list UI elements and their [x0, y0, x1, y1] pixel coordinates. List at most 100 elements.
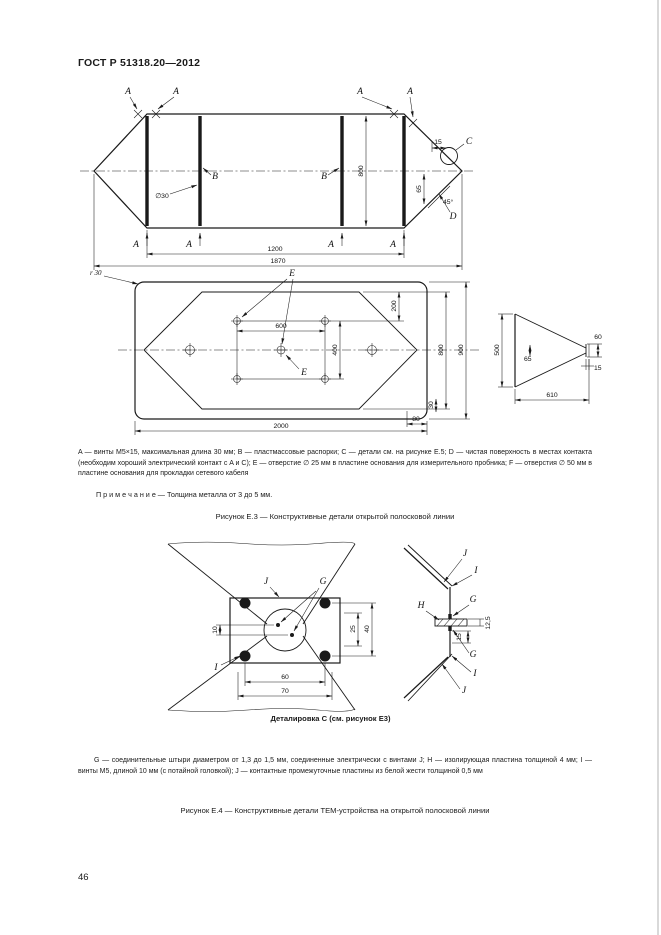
- r30-callout: r 30: [90, 269, 139, 285]
- dim-900: 900: [429, 281, 470, 420]
- dim-label-15: 15: [456, 633, 463, 641]
- screw-x-icon: [151, 109, 161, 119]
- part-labels-a: A A A A: [124, 87, 414, 118]
- figure-e4-drawing: J G I 10 25 40: [167, 541, 492, 712]
- dim-label-2000: 2000: [273, 423, 288, 430]
- part-label-d: D: [449, 212, 457, 222]
- screw-i-icon: [239, 650, 251, 662]
- dim-label-12-5: 12,5: [485, 616, 492, 629]
- label-e-bottom: E: [285, 354, 307, 378]
- stripline-outline: [143, 291, 418, 410]
- dim-60: 60: [244, 663, 326, 686]
- dim-1200: 1200: [146, 230, 405, 258]
- dim-60: 60: [587, 334, 602, 358]
- dim-label-15: 15: [434, 139, 442, 146]
- dim-label-40: 40: [364, 625, 371, 633]
- part-label-i: I: [473, 566, 478, 576]
- dim-label-70: 70: [281, 688, 289, 695]
- dim-200: 200: [363, 291, 450, 322]
- scan-edge-artifact: [657, 0, 659, 935]
- part-label-j: J: [463, 549, 468, 559]
- screw-x-icon: [408, 118, 418, 128]
- dim-label-1200: 1200: [267, 246, 282, 253]
- dim-label-65: 65: [524, 356, 532, 363]
- hole-f-icon: [183, 343, 197, 357]
- detail-c-circle: [440, 147, 458, 165]
- page-number: 46: [78, 872, 89, 883]
- dim-600: 600: [236, 323, 326, 333]
- dim-2000: 2000: [134, 421, 428, 435]
- detail-c-callout: C 15 65 45° D: [416, 137, 473, 222]
- dim-label-80: 80: [412, 416, 420, 423]
- dim-label-60: 60: [594, 334, 602, 341]
- part-label-e: E: [300, 368, 307, 378]
- part-label-g: G: [470, 650, 477, 660]
- dim-label-60: 60: [281, 674, 289, 681]
- base-plate: [134, 281, 428, 420]
- dim-label-dia30: ∅30: [155, 193, 169, 200]
- hole-pattern-rect: [236, 320, 326, 380]
- part-label-b: B: [212, 172, 218, 182]
- dim-400: 400: [329, 320, 404, 380]
- dim-label-45deg: 45°: [443, 198, 454, 206]
- detail-plan-view: [167, 541, 356, 712]
- pin-g-icon: [290, 633, 294, 637]
- part-label-h: H: [417, 601, 426, 611]
- dim-label-800: 800: [438, 344, 445, 356]
- break-edge: [167, 541, 356, 546]
- center-circle: [263, 608, 307, 652]
- dim-label-r30: r 30: [90, 269, 102, 277]
- figure-e4-legend: G — соединительные штыри диаметром от 1,…: [78, 757, 592, 775]
- part-label-a: A: [406, 87, 413, 97]
- dim-10: 10: [212, 624, 288, 636]
- break-edge: [167, 708, 356, 712]
- figure-e4-subcaption: Деталировка С (см. рисунок Е3): [270, 714, 391, 723]
- stripline-outline: [80, 113, 474, 229]
- dim-1870: 1870: [93, 174, 463, 270]
- dim-610: 610: [514, 359, 590, 404]
- part-label-c: C: [466, 137, 473, 147]
- label-e-top: E: [241, 269, 295, 345]
- section-label-a: A: [327, 240, 334, 250]
- dim-label-800: 800: [358, 165, 365, 177]
- hole-e-icon: [274, 343, 288, 357]
- part-label-g: G: [320, 577, 327, 587]
- section-label-a: A: [185, 240, 192, 250]
- stripline-body: [93, 113, 463, 229]
- dim-70: 70: [237, 672, 333, 700]
- dim-800: 800: [358, 115, 368, 227]
- edge-labels: J I G H G I J: [417, 549, 479, 696]
- figure-e3-note: П р и м е ч а н и е — Толщина металла от…: [96, 490, 273, 499]
- dim-label-15: 15: [594, 365, 602, 372]
- part-label-a: A: [124, 87, 131, 97]
- dim-label-10: 10: [212, 626, 219, 634]
- section-label-a: A: [132, 240, 139, 250]
- dim-label-400: 400: [332, 344, 339, 356]
- mounting-holes: [183, 315, 379, 385]
- part-label-i: I: [472, 669, 477, 679]
- figure-e3-baseplate-drawing: r 30 E E 600: [90, 269, 602, 435]
- part-label-b: B: [321, 172, 327, 182]
- dim-500: 500: [494, 313, 513, 388]
- dim-label-65: 65: [416, 185, 423, 193]
- dim-label-25: 25: [350, 625, 357, 633]
- figure-e3-caption: Рисунок Е.3 — Конструктивные детали откр…: [215, 512, 455, 521]
- screw-marks: [133, 109, 418, 128]
- part-label-g: G: [470, 595, 477, 605]
- part-label-e: E: [288, 269, 295, 279]
- dim-40: 40: [332, 602, 376, 657]
- dim-80: 80: [406, 411, 428, 427]
- hole-icon: [231, 315, 243, 327]
- dim-label-1870: 1870: [270, 258, 285, 265]
- plan-labels: J G I: [213, 577, 326, 673]
- part-labels-b: B B: [202, 167, 340, 182]
- dia30-callout: ∅30: [155, 184, 198, 200]
- part-label-a: A: [356, 87, 363, 97]
- screw-x-icon: [389, 109, 399, 119]
- hole-f-icon: [365, 343, 379, 357]
- dim-65: 65: [524, 344, 532, 363]
- dim-label-200: 200: [391, 300, 398, 312]
- pin-g-icon: [276, 623, 280, 627]
- dim-30: 30: [428, 398, 438, 413]
